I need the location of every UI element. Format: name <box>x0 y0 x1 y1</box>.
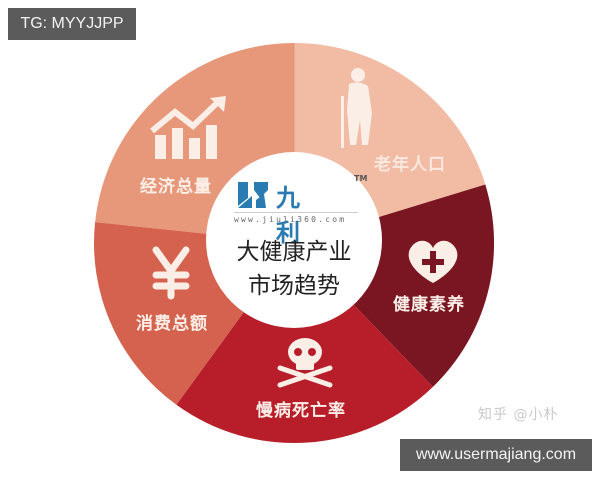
zhihu-credit: 知乎 @小朴 <box>478 407 559 423</box>
heart-plus-icon <box>408 240 458 283</box>
bottom-right-watermark: www.usermajiang.com <box>400 439 592 471</box>
center-title-line2: 市场趋势 <box>248 273 340 299</box>
segment-label-consumption: 消费总额 <box>136 314 208 334</box>
segment-label-health-literacy: 健康素养 <box>393 295 465 315</box>
trademark: TM <box>354 174 368 183</box>
elderly-person-icon <box>341 68 372 148</box>
center-title-line1: 大健康产业 <box>236 239 352 265</box>
brand-logo: 九 利 TM <box>236 174 367 247</box>
segment-label-chronic-mortality: 慢病死亡率 <box>256 401 346 421</box>
segment-label-elderly: 老年人口 <box>374 155 446 175</box>
top-left-watermark: TG: MYYJJPP <box>8 8 136 40</box>
jiuli-logo-icon <box>238 182 268 208</box>
brand-url: www.jiuli360.com <box>234 212 358 224</box>
growth-chart-icon <box>150 96 226 159</box>
skull-crossbones-icon <box>277 338 333 388</box>
center-circle: 九 利 TM www.jiuli360.com 大健康产业 市场趋势 <box>206 152 382 328</box>
yen-icon <box>152 246 190 300</box>
segment-label-economy: 经济总量 <box>140 177 212 197</box>
brand-name: 九 利 <box>276 184 314 247</box>
